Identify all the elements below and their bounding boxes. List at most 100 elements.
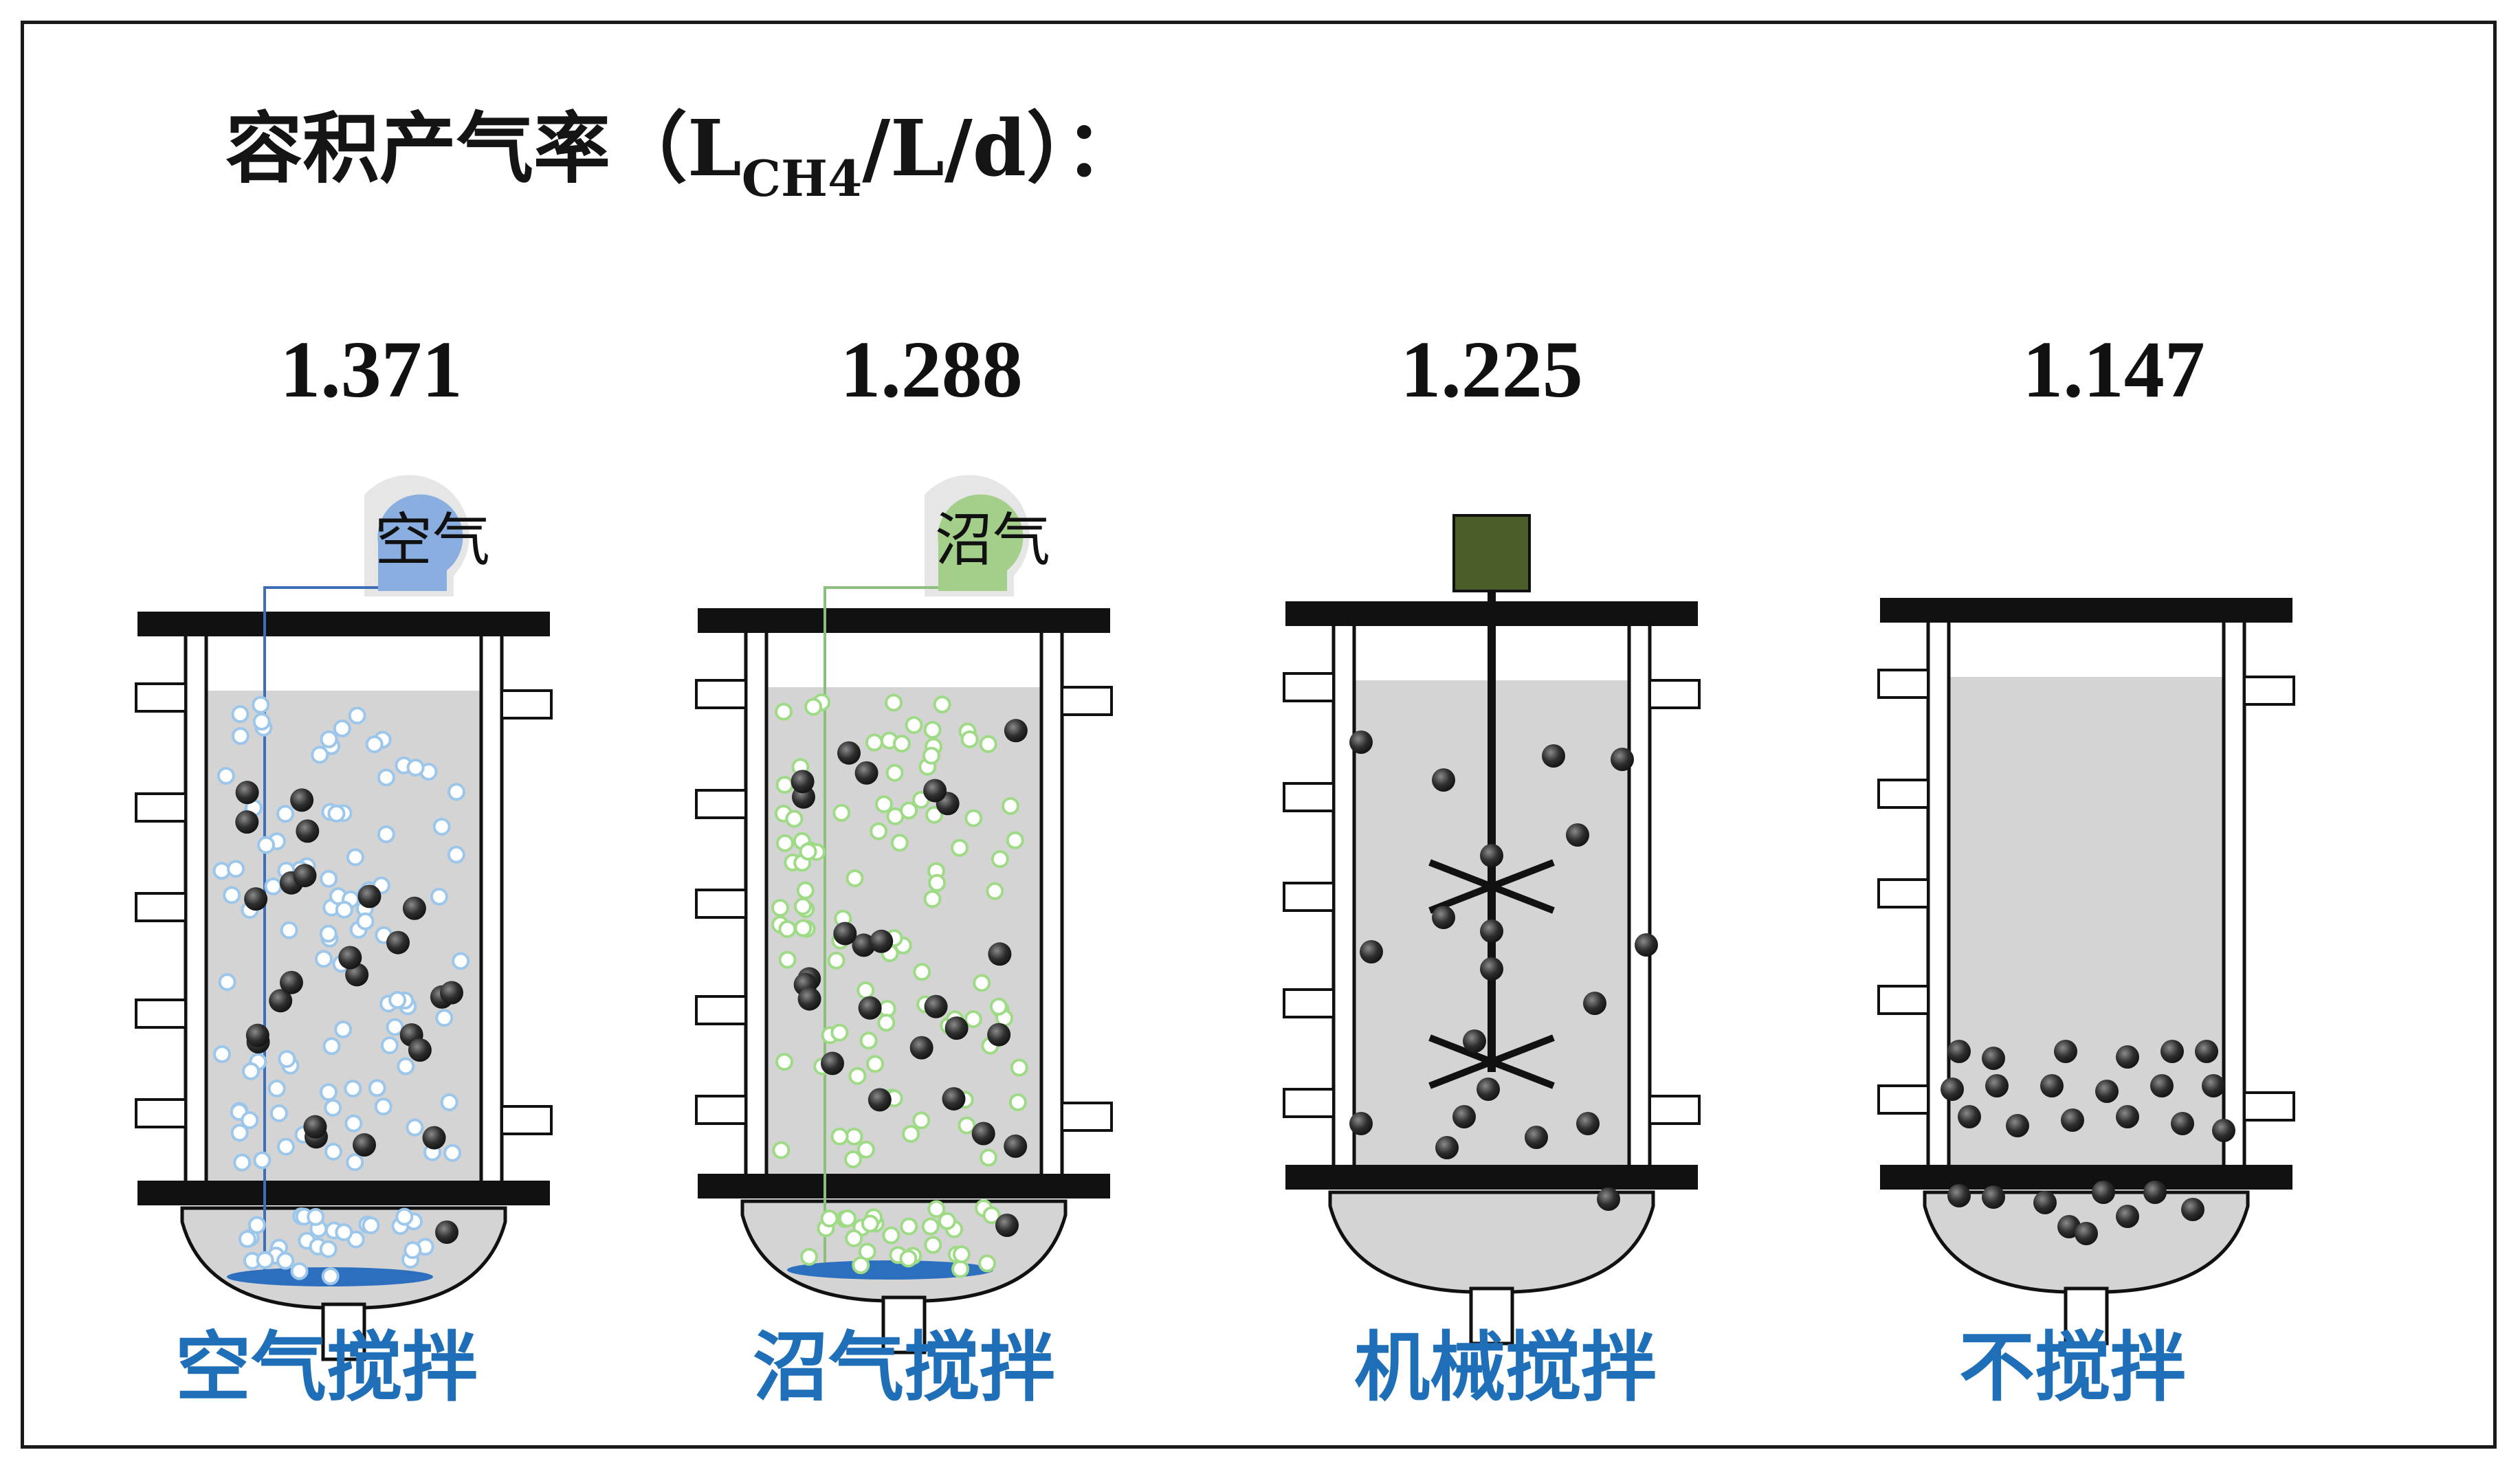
sludge-particle (2116, 1205, 2139, 1228)
gas-bubble (443, 1144, 462, 1162)
sludge-particle (833, 922, 857, 946)
gas-bubble (900, 801, 918, 820)
gas-bubble (830, 1023, 849, 1042)
value-mechanical-stirring: 1.225 (1400, 324, 1583, 414)
gas-bubble (377, 768, 395, 787)
sludge-particle (858, 996, 882, 1020)
sludge-particle (2095, 1080, 2119, 1103)
caption-air-stirring: 空气搅拌 (175, 1324, 478, 1412)
sludge-particle (303, 1115, 327, 1139)
gas-bubble (899, 1249, 918, 1268)
sludge-particle (2212, 1119, 2235, 1142)
gas-bubble (267, 1079, 286, 1097)
gas-bubble (406, 758, 425, 777)
gas-bubble (922, 746, 940, 765)
gas-bubble (276, 1251, 295, 1270)
gas-bubble (241, 1111, 259, 1130)
gas-bubble (799, 843, 817, 861)
blower-air (377, 494, 463, 591)
gas-bubble (277, 1137, 296, 1156)
sludge-particle (1982, 1185, 2005, 1209)
impeller-blade (1428, 859, 1555, 914)
gas-bubble (882, 1226, 900, 1245)
gas-bubble (866, 1055, 885, 1073)
gas-bubble (307, 1207, 325, 1226)
gas-bubble (923, 890, 942, 908)
sludge-particle (2054, 1040, 2077, 1063)
sludge-particle (988, 942, 1012, 966)
gas-bubble (346, 848, 364, 867)
jacket-port (695, 789, 747, 819)
jacket-port (1648, 1095, 1701, 1125)
sludge-particle (942, 1086, 966, 1111)
gas-bubble (365, 735, 384, 754)
sludge-particle (870, 929, 894, 953)
sludge-particle (290, 788, 314, 812)
sludge-particle (821, 1051, 845, 1075)
sludge-particle (2040, 1074, 2064, 1097)
jacket-port (1283, 1088, 1335, 1118)
jacket-port (135, 1098, 187, 1128)
gas-bubble (978, 1254, 997, 1273)
gas-bubble (252, 695, 270, 714)
reactor-mechanical (1283, 514, 1701, 1346)
sludge-particle (1958, 1105, 1981, 1128)
gas-bubble (212, 862, 231, 880)
gas-bubble (861, 1214, 879, 1233)
gas-bubble (374, 1097, 393, 1116)
gas-bubble (856, 981, 875, 1000)
gas-bubble (242, 1062, 261, 1080)
jacket-port (1283, 988, 1335, 1018)
gas-bubble (923, 721, 942, 739)
gas-bubble (775, 1053, 794, 1071)
sludge-particle (837, 741, 861, 765)
sludge-particle (357, 884, 382, 908)
sludge-particle (2075, 1222, 2098, 1245)
gas-bubble (1006, 831, 1024, 849)
gas-bubble (280, 921, 298, 939)
gas-bubble (832, 803, 851, 822)
gas-bubble (269, 1104, 288, 1123)
gas-bubble (1010, 1058, 1028, 1077)
bottom-flange (1880, 1165, 2292, 1190)
gas-bubble (827, 951, 845, 970)
gas-bubble (775, 776, 794, 794)
gas-bubble (335, 1223, 353, 1242)
gas-bubble (344, 1080, 362, 1098)
jacket-port (2243, 676, 2295, 706)
gas-bubble (276, 805, 295, 823)
gas-bubble (772, 1141, 791, 1159)
sludge-particle (279, 970, 303, 994)
outlet-pipe (1469, 1286, 1514, 1346)
jacket-port (135, 682, 187, 713)
gas-bubble (334, 1020, 353, 1038)
sludge-particle (2202, 1074, 2225, 1097)
gas-bubble (430, 887, 448, 906)
gas-bubble (991, 850, 1009, 869)
sludge-particle (1349, 1112, 1373, 1135)
top-lid (698, 608, 1110, 633)
gas-bubble (870, 822, 888, 840)
sludge-particle (2143, 1181, 2167, 1204)
gas-bubble (804, 698, 823, 716)
gas-bubble (447, 783, 466, 801)
gas-bubble (223, 886, 241, 904)
top-lid (137, 612, 550, 636)
sludge-particle (1982, 1047, 2005, 1070)
sludge-particle (1525, 1126, 1548, 1149)
value-biogas-stirring: 1.288 (840, 324, 1023, 414)
sludge-particle (924, 994, 948, 1018)
sludge-particle (923, 779, 947, 803)
sludge-particle (269, 989, 293, 1013)
gas-bubble (924, 1236, 942, 1254)
sludge-particle (1597, 1187, 1620, 1211)
gas-bubble (447, 845, 465, 864)
gas-bubble (386, 1018, 404, 1036)
gas-bubble (264, 877, 283, 895)
reactor-none (1877, 598, 2295, 1346)
gas-bubble (356, 912, 375, 930)
jacket-port (695, 995, 747, 1025)
gas-bubble (938, 1212, 956, 1230)
jacket-port (1877, 1084, 1930, 1115)
